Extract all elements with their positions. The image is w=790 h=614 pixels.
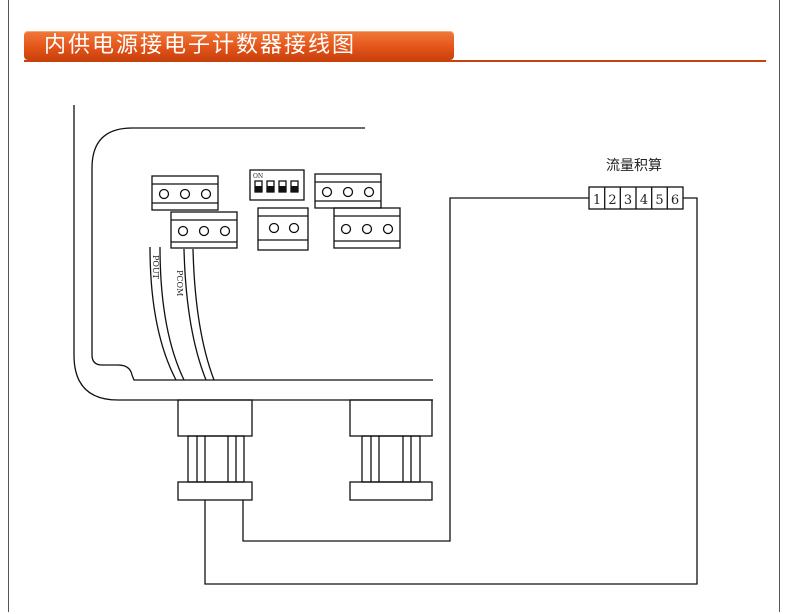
pcom-label: PCOM — [175, 270, 184, 296]
cable-gland-left — [177, 399, 253, 501]
dip-switch — [249, 169, 305, 201]
dip-on-label: ON — [253, 173, 263, 180]
cable-gland-right — [349, 399, 433, 501]
terminal-1-label: 1 — [593, 193, 601, 208]
wire-pcom-b — [192, 248, 215, 381]
pout-label: POUT — [151, 255, 160, 280]
terminal-block-top-right — [314, 173, 382, 209]
page-title: 内供电源接电子计数器接线图 — [44, 33, 357, 58]
external-wire-outer — [204, 197, 698, 585]
terminal-block-middle — [257, 207, 309, 251]
terminal-5-label: 5 — [655, 193, 663, 208]
terminal-2-label: 2 — [608, 193, 616, 208]
terminal-4-label: 4 — [640, 193, 648, 208]
wire-pcom — [183, 248, 207, 381]
terminal-block-lower-left — [170, 211, 238, 249]
flow-totalizer-label: 流量积算 — [606, 158, 662, 174]
page-frame — [8, 0, 780, 612]
terminal-block-lower-right — [333, 207, 401, 249]
terminal-block-top-left — [151, 175, 219, 211]
title-banner: 内供电源接电子计数器接线图 — [24, 31, 454, 60]
flow-totalizer-terminal-strip — [588, 186, 684, 210]
housing-outline — [73, 105, 433, 401]
terminal-3-label: 3 — [624, 193, 632, 208]
external-wire-inner — [242, 197, 589, 542]
title-underline — [24, 60, 766, 62]
wire-pout — [149, 246, 177, 381]
wire-pout-b — [159, 246, 185, 381]
terminal-6-label: 6 — [671, 193, 679, 208]
housing-inner-outline — [91, 127, 433, 381]
